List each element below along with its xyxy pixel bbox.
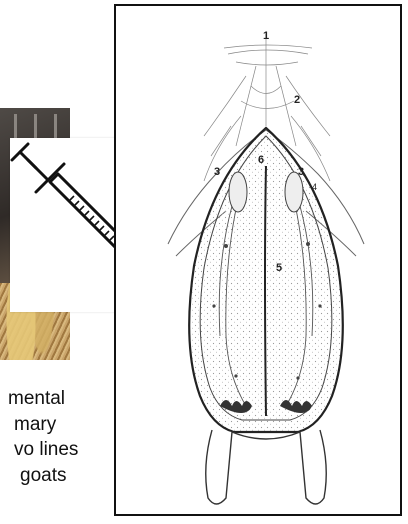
caption-line: goats bbox=[0, 463, 108, 489]
label-5: 5 bbox=[276, 262, 282, 274]
label-4: 4 bbox=[312, 182, 317, 192]
udder-cross-section bbox=[116, 6, 400, 514]
caption-text: mental mary vo lines goats bbox=[0, 386, 108, 488]
label-1: 1 bbox=[263, 30, 269, 42]
label-3-left: 3 bbox=[214, 166, 220, 178]
caption-line: mental bbox=[0, 386, 108, 412]
label-3-right: 3 bbox=[298, 166, 304, 178]
caption-line: mary bbox=[0, 412, 108, 438]
label-6: 6 bbox=[258, 154, 264, 166]
label-2: 2 bbox=[294, 94, 300, 106]
caption-line: vo lines bbox=[0, 437, 108, 463]
udder-diagram-frame: 1 2 3 3 4 5 6 bbox=[114, 4, 402, 516]
